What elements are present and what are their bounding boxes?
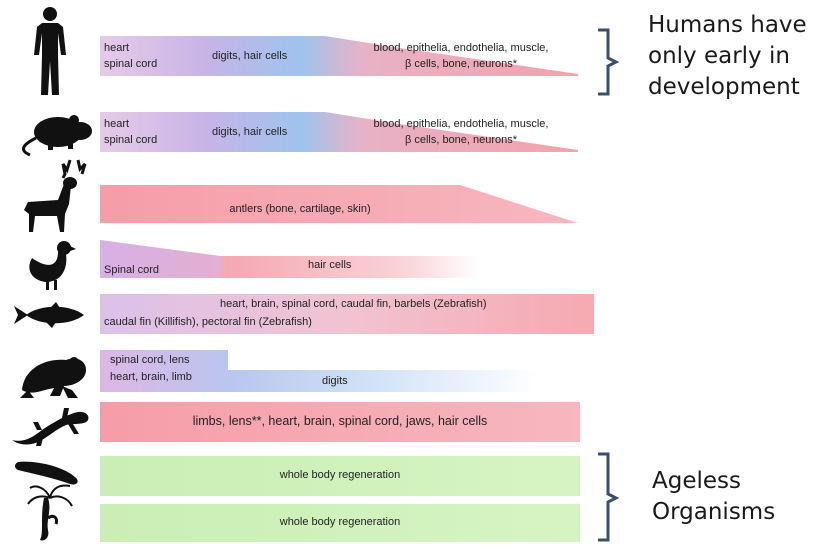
human-label-left-top: heart: [104, 42, 130, 54]
row-chicken: Spinal cord hair cells: [100, 240, 480, 278]
human-label-middle: digits, hair cells: [212, 50, 288, 62]
row-planarian: whole body regeneration: [100, 456, 580, 496]
chicken-label-left: Spinal cord: [104, 264, 160, 276]
mouse-band-shape: [100, 112, 578, 152]
frog-label-left-top: spinal cord, lens: [110, 354, 190, 366]
mouse-icon: [14, 112, 94, 157]
planarian-icon: [14, 456, 86, 486]
frog-band-shape: [100, 350, 540, 392]
hydra-label: whole body regeneration: [279, 516, 401, 528]
ageless-annotation: Ageless Organisms: [652, 466, 775, 528]
row-mouse: heart spinal cord digits, hair cells blo…: [100, 108, 578, 154]
row-human: heart spinal cord digits, hair cells blo…: [100, 28, 578, 80]
fish-icon: [10, 300, 88, 330]
frog-label-left-bottom: heart, brain, limb: [110, 371, 192, 383]
fish-label-top: heart, brain, spinal cord, caudal fin, b…: [220, 298, 487, 310]
planarian-band-shape: [100, 456, 580, 496]
deer-band-shape: [100, 185, 578, 223]
ageless-bracket: [596, 452, 622, 547]
hydra-band-shape: [100, 504, 580, 542]
humans-annotation-line-2: only early in: [648, 43, 790, 69]
human-band-shape: [100, 36, 578, 76]
humans-annotation: Humans have only early in development: [648, 10, 807, 103]
human-label-right-bottom: β cells, bone, neurons*: [404, 58, 518, 70]
salamander-band-shape: [100, 402, 580, 442]
humans-annotation-line-3: development: [648, 74, 800, 100]
chicken-band-shape: [100, 240, 480, 278]
mouse-label-right-bottom: β cells, bone, neurons*: [404, 134, 518, 146]
mouse-label-right-top: blood, epithelia, endothelia, muscle,: [373, 118, 549, 130]
planarian-label: whole body regeneration: [279, 469, 401, 481]
chicken-icon: [22, 238, 82, 292]
mouse-label-middle: digits, hair cells: [212, 126, 288, 138]
deer-label: antlers (bone, cartilage, skin): [229, 203, 371, 215]
row-fish: heart, brain, spinal cord, caudal fin, b…: [100, 294, 594, 334]
frog-icon: [14, 350, 92, 402]
frog-label-middle: digits: [322, 375, 348, 387]
fish-label-bottom: caudal fin (Killifish), pectoral fin (Ze…: [104, 316, 312, 328]
human-icon: [28, 6, 72, 100]
chicken-label-middle: hair cells: [308, 259, 352, 271]
humans-annotation-line-1: Humans have: [648, 12, 807, 38]
row-hydra: whole body regeneration: [100, 504, 580, 542]
mouse-label-left-top: heart: [104, 118, 130, 130]
row-deer: antlers (bone, cartilage, skin): [100, 185, 578, 225]
row-frog: spinal cord, lens heart, brain, limb dig…: [100, 350, 540, 392]
ageless-annotation-line-1: Ageless: [652, 468, 741, 494]
row-salamander: limbs, lens**, heart, brain, spinal cord…: [100, 402, 580, 442]
ageless-annotation-line-2: Organisms: [652, 499, 776, 525]
deer-icon: [18, 158, 90, 234]
humans-bracket: [596, 28, 622, 101]
human-label-left-bottom: spinal cord: [104, 58, 158, 70]
fish-band-shape: [100, 294, 594, 334]
mouse-label-left-bottom: spinal cord: [104, 134, 158, 146]
salamander-label: limbs, lens**, heart, brain, spinal cord…: [192, 414, 488, 428]
human-label-right-top: blood, epithelia, endothelia, muscle,: [373, 42, 549, 54]
salamander-icon: [8, 402, 92, 446]
hydra-icon: [26, 484, 76, 544]
